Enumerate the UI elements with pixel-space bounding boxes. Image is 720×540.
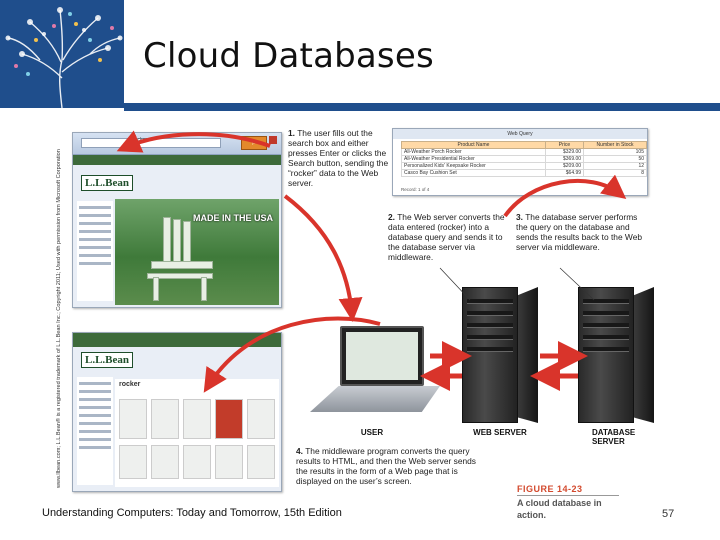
table-cell: $64.99 [544,169,585,177]
slide-title: Cloud Databases [143,36,434,76]
step-description: The middleware program converts the quer… [296,446,476,486]
database-server-icon [578,287,654,423]
brand-logo-results: L.L.Bean [81,352,134,368]
header-tree-art [0,0,124,108]
adirondack-chair-icon [147,217,217,301]
browser-toolbar: rocker ▷ [73,133,281,155]
product-thumb[interactable] [247,399,275,439]
column-header: Product Name [401,141,546,149]
brand-logo: L.L.Bean [81,175,134,191]
page-number: 57 [662,508,675,520]
query-results-table: Product Name Price Number in Stock All-W… [401,141,647,177]
browser-address-bar [81,138,221,148]
product-thumb[interactable] [215,445,243,479]
step-1-text: 1. The user fills out the search box and… [288,128,398,188]
copyright-note: www.llbean.com; L.L.Bean® is a registere… [52,149,66,492]
table-cell: $369.00 [544,155,585,163]
browser-window-results: L.L.Bean rocker [72,332,282,492]
step-description: The user fills out the search box and ei… [288,128,389,188]
table-cell: Casco Bay Cushion Set [401,169,546,177]
laptop-icon [340,326,424,386]
record-navigation[interactable]: Record: 1 of 4 [401,187,430,192]
step-number: 1. [288,128,295,138]
table-cell: 105 [583,148,647,156]
column-header: Number in Stock [583,141,647,149]
figure-label: FIGURE 14-23 [517,484,583,494]
site-nav-bar-results [73,333,281,347]
user-label: USER [360,428,384,437]
product-thumb[interactable] [151,399,179,439]
results-sidebar [77,377,113,485]
hero-image: MADE IN THE USA [115,199,279,305]
step-number: 3. [516,212,523,222]
table-cell: 12 [583,162,647,170]
step-3-text: 3. The database server performs the quer… [516,212,644,252]
column-header: Price [544,141,585,149]
results-grid: rocker [115,379,279,487]
table-cell: 50 [583,155,647,163]
site-sidebar [77,201,113,301]
table-cell: $329.00 [544,148,585,156]
product-thumb[interactable] [183,445,211,479]
step-2-text: 2. The Web server converts the data ente… [388,212,506,262]
step-4-text: 4. The middleware program converts the q… [296,446,486,486]
query-window-title: Web Query [393,129,647,139]
product-thumb[interactable] [119,445,147,479]
product-thumb[interactable] [215,399,243,439]
search-button[interactable]: ▷ [241,136,267,150]
step-number: 2. [388,212,395,222]
made-in-usa-banner: MADE IN THE USA [192,213,273,223]
database-query-window: Web Query Product Name Price Number in S… [392,128,648,196]
table-row: Personalized Kids' Keepsake Rocker $209.… [401,162,647,170]
table-cell: $209.00 [544,162,585,170]
table-cell: 8 [583,169,647,177]
step-number: 4. [296,446,303,456]
tree-illustration-icon [5,7,123,108]
step-description: The database server performs the query o… [516,212,643,252]
web-server-icon [462,287,538,423]
slide-footer: Understanding Computers: Today and Tomor… [42,507,342,519]
product-thumb[interactable] [247,445,275,479]
copyright-text: www.llbean.com; L.L.Bean® is a registere… [56,149,62,488]
table-cell: All-Weather Presidential Rocker [401,155,546,163]
product-thumb[interactable] [183,399,211,439]
product-thumb[interactable] [151,445,179,479]
table-row: All-Weather Porch Rocker $329.00 105 [401,148,647,156]
header-bar [124,103,720,111]
step-description: The Web server converts the data entered… [388,212,505,262]
figure-caption: A cloud database in action. [517,498,602,520]
product-thumb[interactable] [119,399,147,439]
table-row: All-Weather Presidential Rocker $369.00 … [401,155,647,163]
table-cell: All-Weather Porch Rocker [401,148,546,156]
site-nav-bar [73,155,281,165]
web-server-label: WEB SERVER [473,428,527,437]
table-row: Casco Bay Cushion Set $64.99 8 [401,169,647,177]
database-server-label: DATABASE SERVER [592,428,636,446]
table-cell: Personalized Kids' Keepsake Rocker [401,162,546,170]
close-icon [269,136,277,144]
arrow-to-web-server [283,194,363,322]
search-input[interactable]: rocker [133,137,147,143]
results-heading: rocker [119,381,141,388]
figure-rule [517,495,619,496]
laptop-keyboard [310,386,440,412]
browser-window-search: rocker ▷ L.L.Bean MADE IN THE USA [72,132,282,308]
